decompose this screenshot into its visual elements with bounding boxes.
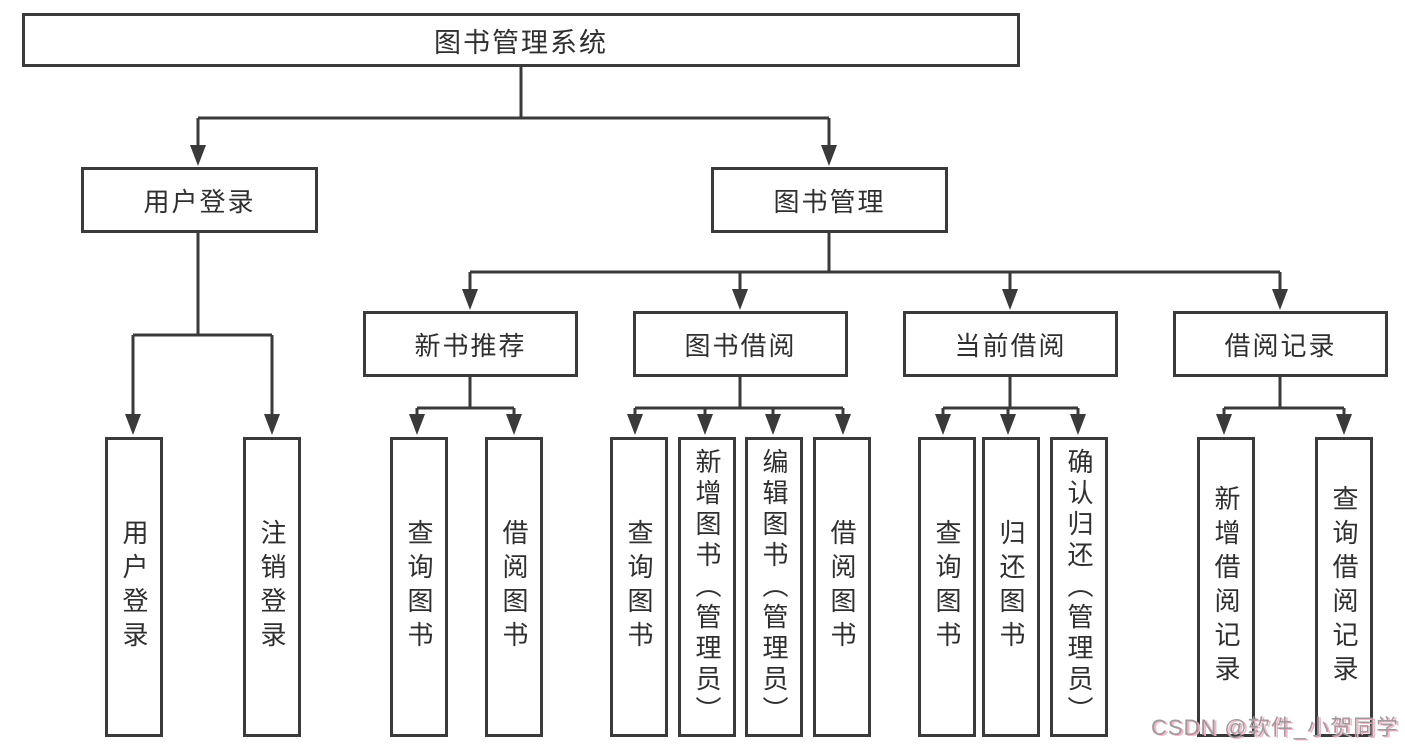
- leaf-add-borrow-record: 新增借阅记录: [1197, 437, 1255, 737]
- leaf-query-books-borrowing: 查询图书: [610, 437, 668, 737]
- leaf-label: 查询图书: [404, 519, 434, 655]
- leaf-label: 编辑图书（管理员）: [759, 447, 789, 727]
- leaf-query-borrow-record: 查询借阅记录: [1315, 437, 1373, 737]
- leaf-add-books-admin: 新增图书（管理员）: [678, 437, 736, 737]
- leaf-query-books-current: 查询图书: [918, 437, 976, 737]
- node-library-management-system: 图书管理系统: [22, 13, 1020, 67]
- node-book-management: 图书管理: [711, 167, 948, 233]
- edge-bookmgmt-to-level3: [468, 232, 1282, 294]
- node-borrowing-records: 借阅记录: [1173, 311, 1388, 377]
- leaf-label: 确认归还（管理员）: [1064, 447, 1094, 727]
- leaf-label: 借阅图书: [499, 519, 529, 655]
- edge-currentborrow-to-leaves: [941, 377, 1080, 420]
- edge-userlogin-to-leaves: [131, 232, 274, 420]
- node-user-login: 用户登录: [81, 167, 318, 233]
- edge-borrowrecord-to-leaves: [1222, 377, 1346, 420]
- edge-root-to-level2: [196, 66, 831, 150]
- leaf-logout: 注销登录: [243, 437, 301, 737]
- csdn-watermark: CSDN @软件_小贺同学: [1150, 715, 1399, 740]
- arrowhead-icon: [125, 145, 1352, 435]
- node-book-borrowing: 图书借阅: [633, 311, 848, 377]
- edge-newbookrec-to-leaves: [415, 377, 516, 420]
- leaf-label: 查询图书: [624, 519, 654, 655]
- leaf-borrow-books: 借阅图书: [813, 437, 871, 737]
- leaf-label: 查询借阅记录: [1329, 485, 1359, 689]
- leaf-label: 借阅图书: [827, 519, 857, 655]
- leaf-label: 查询图书: [932, 519, 962, 655]
- node-new-book-recommend: 新书推荐: [363, 311, 578, 377]
- leaf-return-books: 归还图书: [982, 437, 1040, 737]
- leaf-query-books-recommend: 查询图书: [390, 437, 448, 737]
- leaf-label: 注销登录: [257, 519, 287, 655]
- leaf-label: 归还图书: [996, 519, 1026, 655]
- leaf-confirm-return-admin: 确认归还（管理员）: [1050, 437, 1108, 737]
- leaf-user-login: 用户登录: [105, 437, 163, 737]
- leaf-label: 新增图书（管理员）: [692, 447, 722, 727]
- leaf-label: 用户登录: [119, 519, 149, 655]
- node-current-borrowing: 当前借阅: [903, 311, 1118, 377]
- leaf-label: 新增借阅记录: [1211, 485, 1241, 689]
- edge-bookborrow-to-leaves: [633, 377, 845, 420]
- leaf-edit-books-admin: 编辑图书（管理员）: [745, 437, 803, 737]
- leaf-borrow-books-recommend: 借阅图书: [485, 437, 543, 737]
